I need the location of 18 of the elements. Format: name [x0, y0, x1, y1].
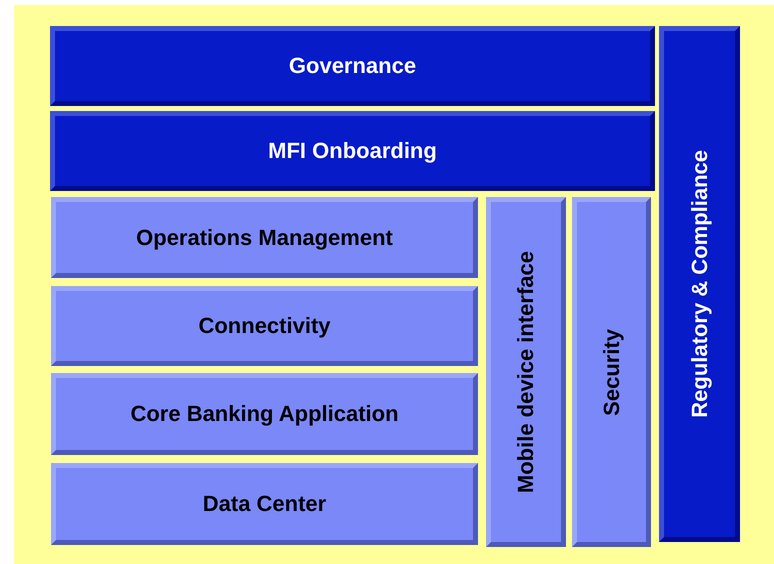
box-label: Governance	[288, 53, 416, 79]
box-label: MFI Onboarding	[268, 138, 437, 164]
box-label: Core Banking Application	[130, 401, 399, 427]
layer-bar	[50, 111, 655, 191]
component-box	[51, 286, 478, 366]
component-box	[51, 197, 478, 278]
box-label: Operations Management	[136, 224, 393, 250]
box-label: Mobile device interface	[513, 250, 539, 494]
component-box	[51, 463, 478, 545]
box-label: Regulatory & Compliance	[686, 150, 712, 418]
component-box	[572, 197, 651, 547]
component-box	[51, 373, 478, 455]
box-label: Security	[598, 328, 624, 416]
layer-bar	[659, 26, 740, 542]
box-label: Connectivity	[198, 313, 331, 339]
layer-bar	[50, 26, 655, 106]
component-box	[486, 197, 566, 547]
box-label: Data Center	[202, 491, 326, 517]
